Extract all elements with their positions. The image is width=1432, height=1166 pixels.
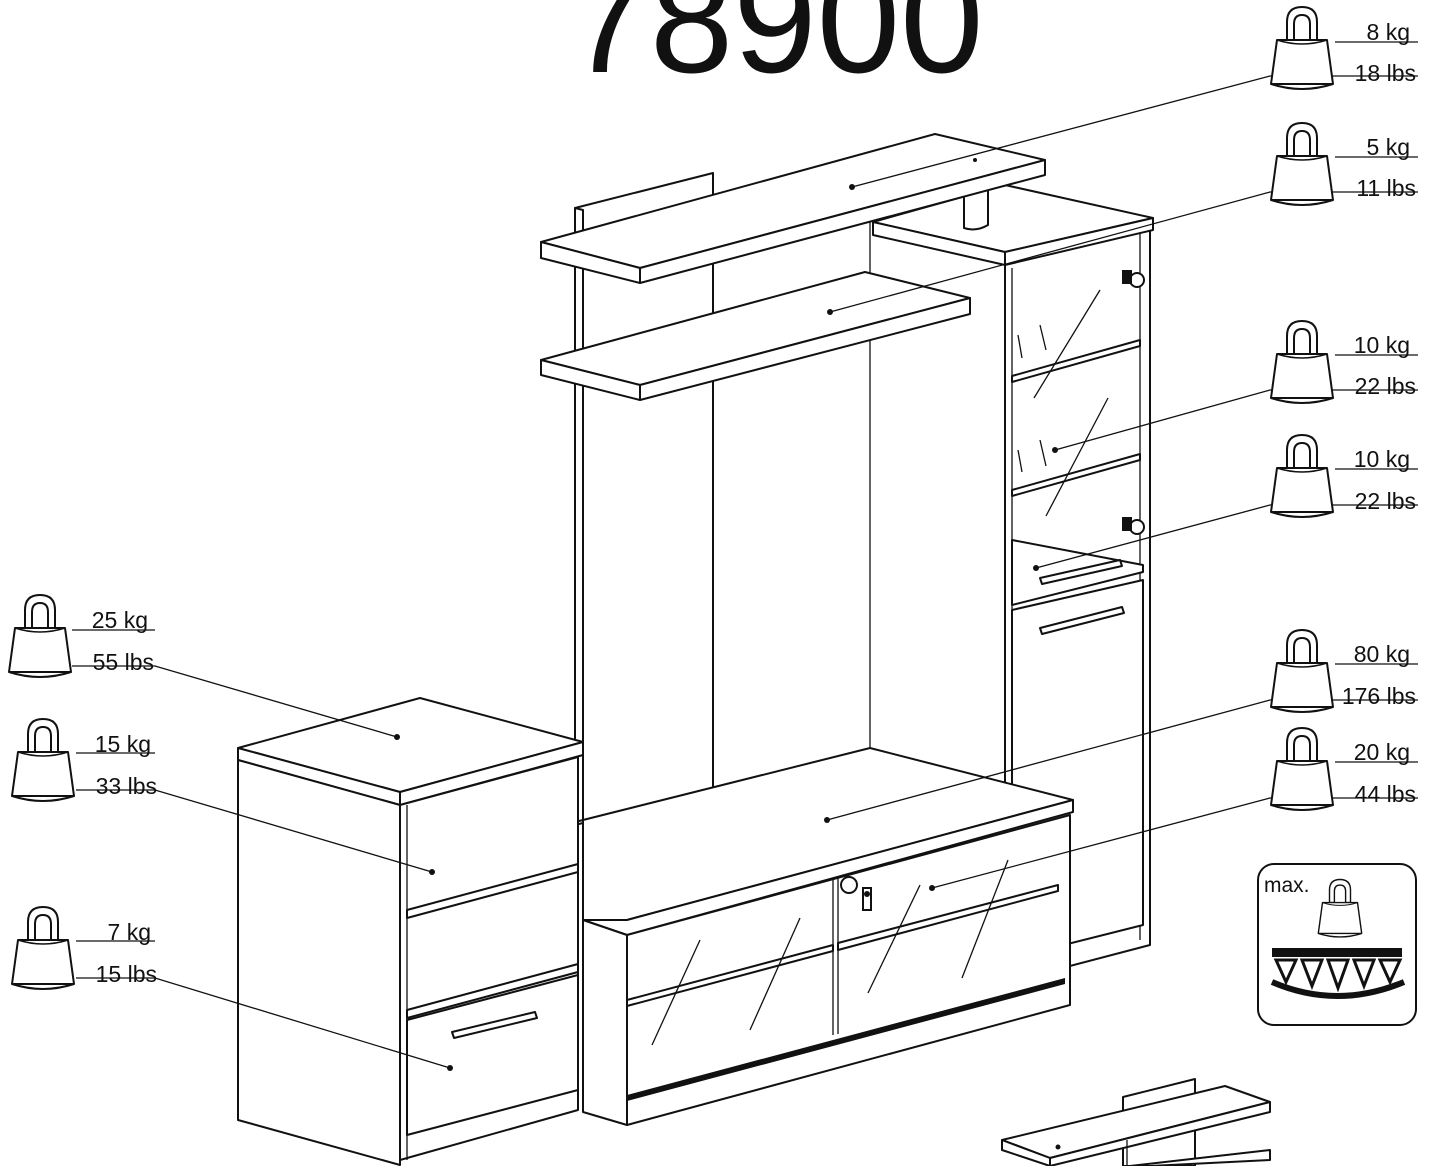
weight-icon [1270,727,1334,811]
weight-kg: 7 kg [108,919,151,945]
weight-label-middle-shelf: 5 kg 11 lbs [1270,122,1418,206]
weight-label-side-shelf: 15 kg 33 lbs [11,718,157,802]
weight-label-glass-shelf: 10 kg 22 lbs [1270,320,1418,404]
weight-lbs: 33 lbs [96,773,157,799]
weight-kg: 10 kg [1354,446,1410,472]
weight-lbs: 18 lbs [1355,60,1416,86]
weight-label-bench-shelf: 20 kg 44 lbs [1270,727,1418,811]
weight-icon [1270,434,1334,518]
weight-lbs: 15 lbs [96,961,157,987]
weight-label-bench-top: 80 kg 176 lbs [1270,629,1418,713]
weight-lbs: 11 lbs [1356,175,1416,201]
weight-lbs: 176 lbs [1342,683,1416,709]
weight-kg: 25 kg [92,607,148,633]
furniture-drawing [237,133,1154,1166]
weight-label-cabinet-shelf: 10 kg 22 lbs [1270,434,1418,518]
weight-icon [1270,320,1334,404]
weight-kg: 8 kg [1367,19,1410,45]
max-label: max. [1264,874,1310,897]
weight-icon [8,594,72,678]
weight-label-drawer: 7 kg 15 lbs [11,906,157,990]
weight-kg: 15 kg [95,731,151,757]
weight-kg: 5 kg [1367,134,1410,160]
partial-shelf-unit [1001,1078,1271,1166]
weight-lbs: 44 lbs [1355,781,1416,807]
side-cabinet-side [237,759,401,1166]
weight-lbs: 55 lbs [93,649,154,675]
leader-lines [72,75,1418,1071]
weight-label-side-top: 25 kg 55 lbs [8,594,155,678]
distributed-load-icon [1270,948,1406,999]
weight-label-top-shelf: 8 kg 18 lbs [1270,6,1418,90]
weight-kg: 80 kg [1354,641,1410,667]
weight-icon [1270,122,1334,206]
model-number: 78900 [566,0,983,104]
weight-icon [11,718,75,802]
weight-kg: 10 kg [1354,332,1410,358]
max-load-legend: max. [1257,863,1417,1026]
key-icon [840,876,872,911]
hinge-icon [1122,270,1145,535]
weight-icon [1270,6,1334,90]
weight-icon [11,906,75,990]
weight-icon [1270,629,1334,713]
left-upright [574,207,584,823]
weight-kg: 20 kg [1354,739,1410,765]
weight-lbs: 22 lbs [1355,488,1416,514]
weight-lbs: 22 lbs [1355,373,1416,399]
